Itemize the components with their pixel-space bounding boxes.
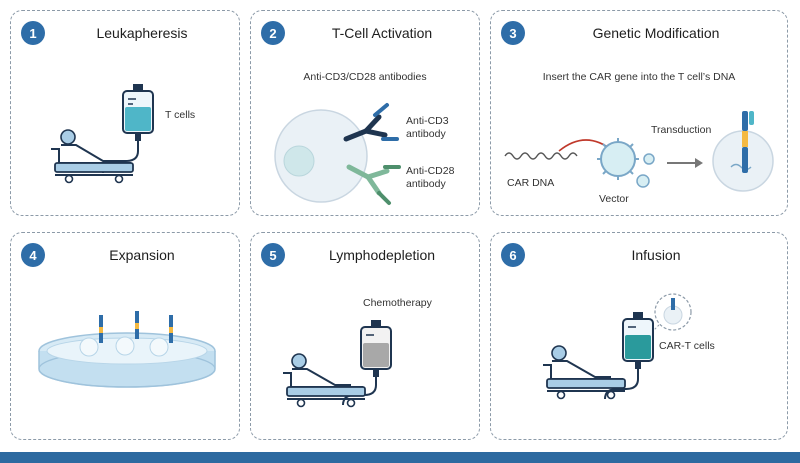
- chemotherapy-label: Chemotherapy: [363, 297, 432, 309]
- step-panel-genetic-modification: 3 Genetic Modification Insert the CAR ge…: [490, 10, 788, 216]
- anti-cd28-antibody-icon: [346, 164, 401, 205]
- step-number-badge: 4: [21, 243, 45, 267]
- car-dna-icon: [504, 152, 578, 160]
- step-title: Lymphodepletion: [328, 247, 436, 263]
- anti-cd3-label: Anti-CD3 antibody: [406, 115, 449, 140]
- car-t-cells-label: CAR-T cells: [659, 340, 715, 352]
- step-subtitle: Anti-CD3/CD28 antibodies: [303, 71, 427, 83]
- step-panel-t-cell-activation: 2 T-Cell Activation Anti-CD3/CD28 antibo…: [250, 10, 480, 216]
- step-title: Genetic Modification: [592, 25, 720, 41]
- footer-bar: [0, 452, 800, 463]
- patient-bed-icon: [51, 129, 134, 184]
- t-cells-label: T cells: [165, 109, 196, 121]
- step-number-badge: 2: [261, 21, 285, 45]
- step-title: Leukapheresis: [96, 25, 188, 41]
- process-arrow-icon: [667, 158, 703, 168]
- step-panel-expansion: 4 Expansion: [10, 232, 240, 440]
- transduction-label: Transduction: [651, 124, 712, 136]
- step-number-badge: 3: [501, 21, 525, 45]
- step-number-badge: 6: [501, 243, 525, 267]
- leukapheresis-illustration: [51, 84, 154, 184]
- car-t-cell-zoom-icon: [648, 293, 692, 336]
- step-number-badge: 1: [21, 21, 45, 45]
- car-t-cell-icon: [99, 311, 173, 343]
- expansion-illustration: [38, 311, 216, 388]
- patient-bed-icon: [543, 345, 626, 400]
- viral-vector-icon: [597, 138, 655, 188]
- step-panel-infusion: 6 Infusion CAR-T cells: [490, 232, 788, 440]
- step-title: T-Cell Activation: [331, 25, 433, 41]
- car-dna-label: CAR DNA: [507, 177, 555, 189]
- petri-dish-icon: [38, 332, 216, 388]
- patient-bed-icon: [283, 353, 366, 408]
- genetic-modification-illustration: [504, 111, 774, 192]
- anti-cd3-antibody-icon: [343, 103, 399, 142]
- modified-t-cell-icon: [712, 111, 774, 192]
- iv-bag-icon: [604, 312, 654, 400]
- t-cell-activation-illustration: [274, 103, 401, 205]
- t-cell-icon: [274, 109, 368, 203]
- step-title: Expansion: [109, 247, 175, 263]
- step-panel-lymphodepletion: 5 Lymphodepletion Chemotherapy: [250, 232, 480, 440]
- iv-bag-icon: [342, 320, 392, 406]
- infusion-illustration: [543, 293, 692, 400]
- step-subtitle: Insert the CAR gene into the T cell’s DN…: [542, 71, 736, 83]
- step-panel-leukapheresis: 1 Leukapheresis T cells: [10, 10, 240, 216]
- lymphodepletion-illustration: [283, 320, 392, 408]
- step-title: Infusion: [631, 247, 681, 263]
- anti-cd28-label: Anti-CD28 antibody: [406, 165, 455, 190]
- vector-label: Vector: [599, 193, 629, 205]
- iv-bag-icon: [102, 84, 154, 174]
- step-number-badge: 5: [261, 243, 285, 267]
